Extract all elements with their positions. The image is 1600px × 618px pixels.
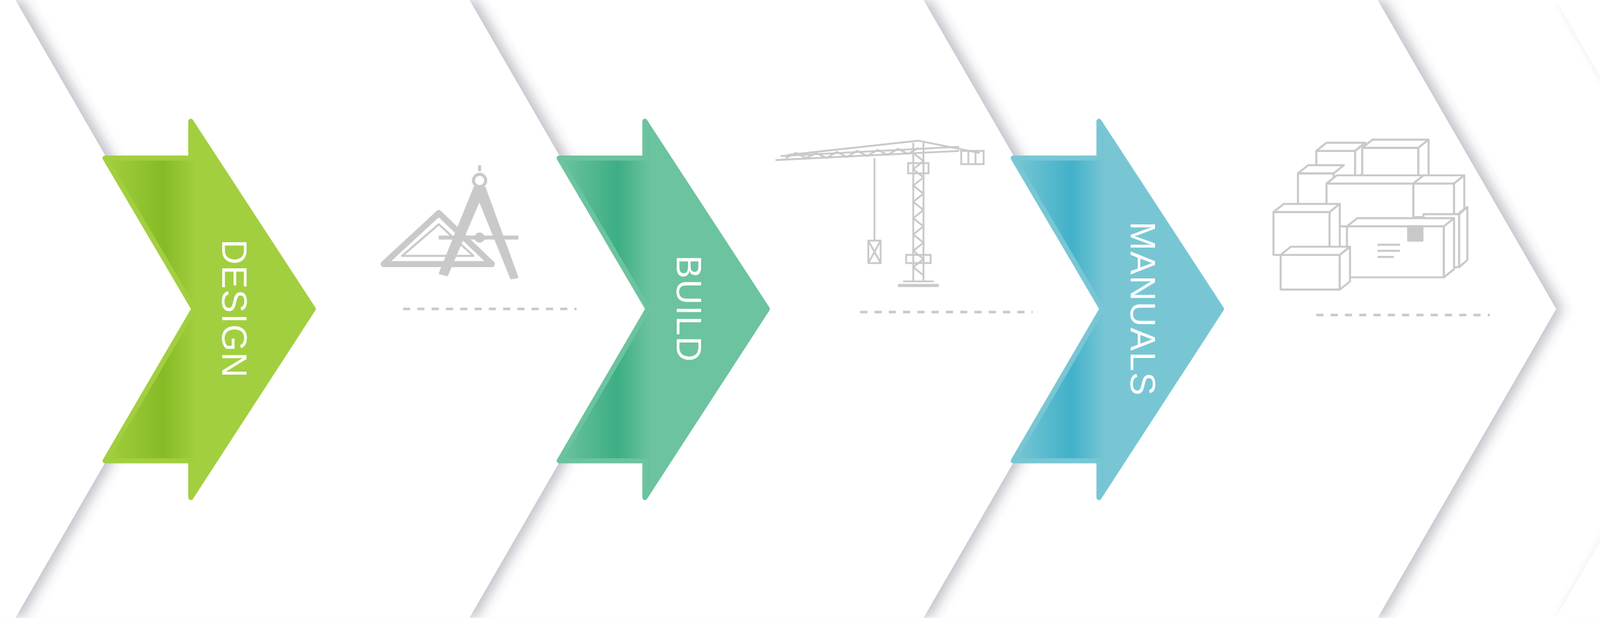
arrow-step: BUILD [559,117,771,504]
arrow-step: MANUALS [1012,117,1225,504]
drafting-icon [383,165,519,279]
arrow-step: DESIGN [105,117,317,504]
chevron [1556,0,1600,618]
arrow-outline [559,121,768,498]
chevron [0,0,194,618]
arrow-shape [1012,117,1225,504]
step-label: MANUALS [1125,221,1160,397]
step-label: DESIGN [217,239,252,379]
dashed-rule [1316,314,1491,317]
dashed-rule [860,310,1033,314]
boxes-icon [1273,139,1467,290]
arrow-outline [105,121,314,498]
arrow-shape [105,117,317,504]
dashed-rules [402,308,1490,315]
dashed-rule [402,307,577,311]
crane-icon [775,140,984,286]
step-label: BUILD [671,255,706,364]
arrow-shape [559,117,771,504]
arrow-outline [1012,121,1221,498]
